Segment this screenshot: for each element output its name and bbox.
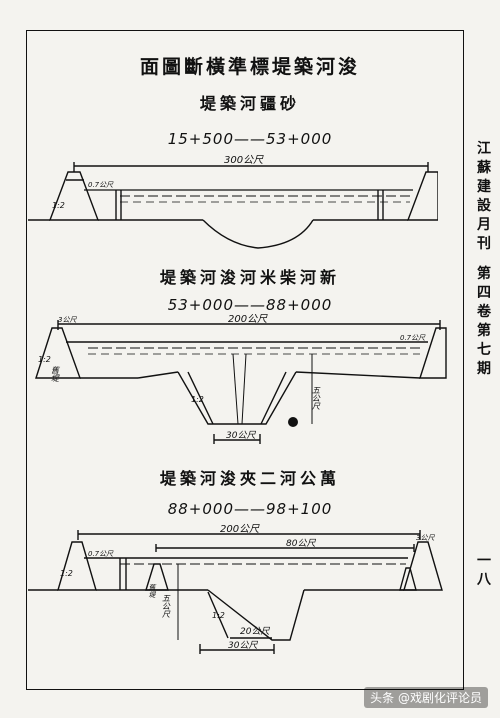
section-3-title: 堤築河浚夾二河公萬 bbox=[159, 469, 340, 488]
section-2-crest-label: 3公尺 bbox=[58, 316, 77, 324]
section-3-berm-label: 0.7公尺 bbox=[88, 550, 114, 558]
section-3-inner-slope-label: 1:2 bbox=[212, 611, 225, 620]
section-3-bottom-label: 30公尺 bbox=[228, 640, 258, 651]
section-3-inner-width-label: 80公尺 bbox=[286, 538, 316, 549]
section-3-slope-label: 1:2 bbox=[60, 569, 73, 578]
section-2-bottom-label: 30公尺 bbox=[226, 430, 256, 441]
section-2-slope-label: 1:2 bbox=[38, 355, 51, 364]
page-frame bbox=[26, 30, 464, 690]
section-3-width-label: 200公尺 bbox=[220, 523, 260, 535]
section-2-title: 堤築河浚河米柴河新 bbox=[159, 268, 340, 287]
section-2-inner-slope-label: 1:2 bbox=[191, 395, 204, 404]
section-3-crest-label: 3公尺 bbox=[416, 534, 435, 542]
section-2-range: 53+000——88+000 bbox=[167, 296, 333, 314]
section-2-depth-label: 五公尺 bbox=[311, 386, 321, 410]
side-journal-title: 江蘇建設月刊 bbox=[477, 141, 491, 252]
section-1-berm-label: 0.7公尺 bbox=[88, 181, 114, 189]
section-1-slope-label: 1:2 bbox=[52, 201, 65, 210]
section-3-bank-label: 舊堤 bbox=[148, 584, 157, 598]
watermark: 头条 @戏剧化评论员 bbox=[364, 687, 488, 708]
section-1-width-label: 300公尺 bbox=[224, 154, 264, 166]
main-title: 面圖斷橫準標堤築河浚 bbox=[139, 56, 360, 78]
section-2-width-label: 200公尺 bbox=[228, 314, 268, 325]
cross-section-1-drawing: 300公尺 0.7公尺 1:2 bbox=[28, 154, 438, 249]
side-issue: 第四卷 第七期 bbox=[477, 266, 491, 377]
section-2-bank-label: 舊堤 bbox=[49, 366, 60, 382]
section-3-bottom-top-label: 20公尺 bbox=[240, 626, 270, 637]
cross-section-2-drawing: 200公尺 0.7公尺 1:2 舊堤 五公尺 1:2 30公尺 3公尺 bbox=[35, 314, 447, 444]
cross-section-3-drawing: 200公尺 80公尺 0.7公尺 1:2 舊堤 五公尺 1:2 20公尺 30公… bbox=[28, 523, 443, 654]
section-1-title: 堤築河疆砂 bbox=[199, 94, 300, 113]
ink-blot-icon bbox=[288, 417, 298, 427]
side-page-number: 一八 bbox=[477, 553, 491, 588]
section-3-range: 88+000——98+100 bbox=[167, 500, 333, 518]
section-2-berm-label: 0.7公尺 bbox=[400, 334, 426, 342]
section-1-range: 15+500——53+000 bbox=[167, 130, 333, 148]
section-3-depth-label: 五公尺 bbox=[161, 594, 171, 618]
